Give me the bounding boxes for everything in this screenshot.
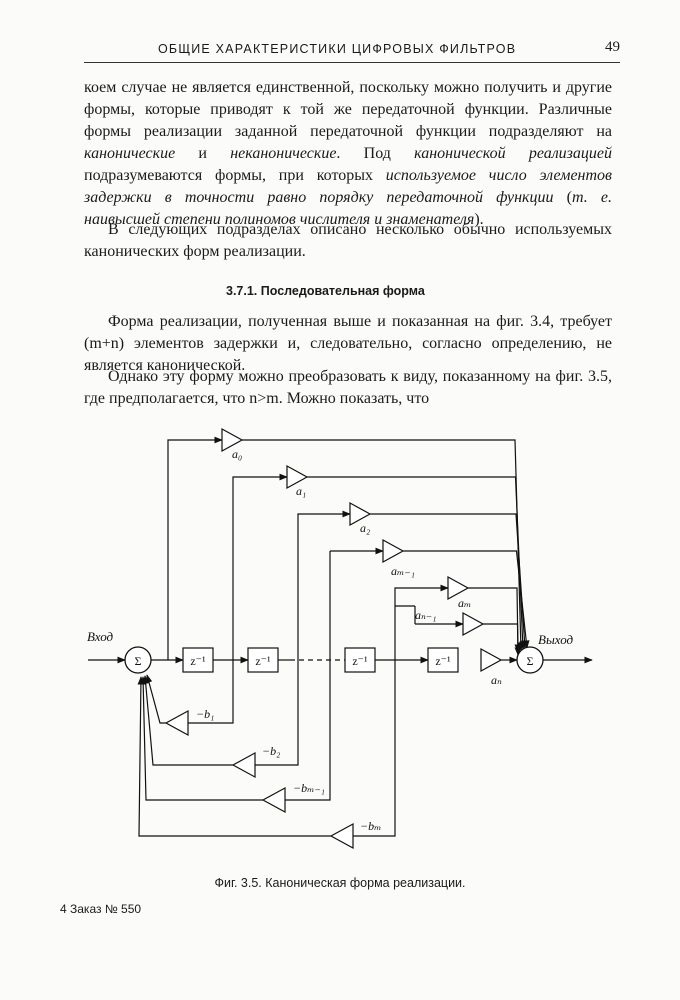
delay-2-box — [247, 647, 279, 673]
delay-m-label: z⁻¹ — [352, 654, 368, 668]
delay-2-label: z⁻¹ — [255, 654, 271, 668]
paragraph-4: Однако эту форму можно преобразовать к в… — [84, 368, 612, 407]
delay-n-box — [427, 647, 459, 673]
p1-run: коем случае не является единственной, по… — [84, 79, 612, 140]
output-label: Выход — [538, 632, 574, 647]
paragraph-1: коем случае не является единственной, по… — [84, 77, 612, 231]
block-diagram: Вход z⁻¹ z⁻¹ z⁻¹ z⁻¹ Σ Σ Выход a₀ a₁ a₂ aₘ₋₁ aₘ aₙ₋₁ a… — [87, 427, 593, 850]
paragraph-3: Форма реализации, полученная выше и пока… — [84, 313, 612, 374]
forward-path-a0 — [167, 436, 223, 660]
forward-amplifier-4 — [447, 575, 470, 601]
forward-path-a1 — [232, 473, 288, 660]
p1-run: ( — [553, 189, 573, 206]
delay-1-box — [182, 647, 214, 673]
coef-label-a3: aₘ₋₁ — [391, 564, 415, 578]
feedback-to-input-b2 — [142, 675, 233, 766]
delay-m-box — [344, 647, 376, 673]
forward-amplifier-2 — [349, 501, 372, 527]
feedback-amplifier-bm — [329, 822, 354, 850]
p1-run: канонической реализацией — [414, 145, 613, 162]
coef-label-b2: −b₂ — [262, 744, 280, 758]
coef-label-a2: a₂ — [360, 521, 370, 535]
forward-amplifier-6 — [480, 647, 503, 673]
feedback-path-b2 — [255, 660, 299, 766]
forward-path-a2 — [297, 510, 351, 660]
feedback-to-input-bm — [137, 676, 331, 837]
p1-run: т. е. наивысшей степени полиномов числит… — [84, 189, 613, 228]
coef-label-a1: a₁ — [296, 484, 306, 498]
coef-label-b1: −b₁ — [196, 707, 214, 721]
page-number: 49 — [605, 39, 620, 55]
coef-label-a0: a₀ — [232, 447, 242, 461]
output-summer-symbol: Σ — [527, 654, 534, 668]
output-summer — [516, 646, 544, 674]
running-head: ОБЩИЕ ХАРАКТЕРИСТИКИ ЦИФРОВЫХ ФИЛЬТРОВ 4… — [84, 39, 620, 63]
p1-run: ). — [474, 211, 484, 228]
coef-label-a6: aₙ — [491, 673, 502, 687]
feedback-path-bm1 — [285, 660, 331, 801]
input-label: Вход — [87, 629, 114, 644]
p1-run: подразумеваются формы, при которых — [84, 167, 386, 184]
running-title: ОБЩИЕ ХАРАКТЕРИСТИКИ ЦИФРОВЫХ ФИЛЬТРОВ — [158, 42, 517, 56]
footer-note: 4 Заказ № 550 — [60, 902, 142, 916]
coef-label-a5: aₙ₋₁ — [415, 608, 436, 622]
forward-to-output-5 — [483, 623, 522, 656]
p1-run: канонические — [84, 145, 176, 162]
p1-run: используемое число элементов задержки в … — [84, 167, 612, 206]
feedback-amplifier-b1 — [164, 709, 189, 737]
coef-label-bm1: −bₘ₋₁ — [293, 781, 325, 795]
feedback-to-input-bm1 — [139, 676, 263, 801]
input-summer — [124, 646, 152, 674]
delay-n-label: z⁻¹ — [435, 654, 451, 668]
figure-caption: Фиг. 3.5. Каноническая форма реализации. — [214, 876, 466, 890]
feedback-amplifier-bm1 — [261, 786, 286, 814]
forward-to-output-3 — [403, 550, 530, 649]
feedback-path-bm — [353, 660, 396, 837]
forward-amplifier-5 — [462, 611, 485, 637]
p1-run: и — [175, 145, 231, 162]
p1-run: . Под — [336, 145, 415, 162]
forward-amplifier-1 — [286, 464, 309, 490]
coef-label-a4: aₘ — [458, 596, 471, 610]
forward-path-am — [394, 584, 449, 660]
forward-amplifier-3 — [382, 538, 405, 564]
feedback-path-b1 — [188, 660, 234, 724]
input-summer-symbol: Σ — [135, 654, 142, 668]
paragraph-2: В следующих подразделах описано нескольк… — [84, 221, 612, 260]
p1-run: неканонические — [230, 145, 337, 162]
forward-to-output-0 — [242, 439, 525, 651]
feedback-amplifier-b2 — [231, 751, 256, 779]
forward-amplifier-0 — [221, 427, 244, 453]
delay-1-label: z⁻¹ — [190, 654, 206, 668]
section-heading: 3.7.1. Последовательная форма — [226, 284, 425, 298]
coef-label-bm: −bₘ — [360, 819, 381, 833]
feedback-to-input-b1 — [145, 674, 166, 724]
